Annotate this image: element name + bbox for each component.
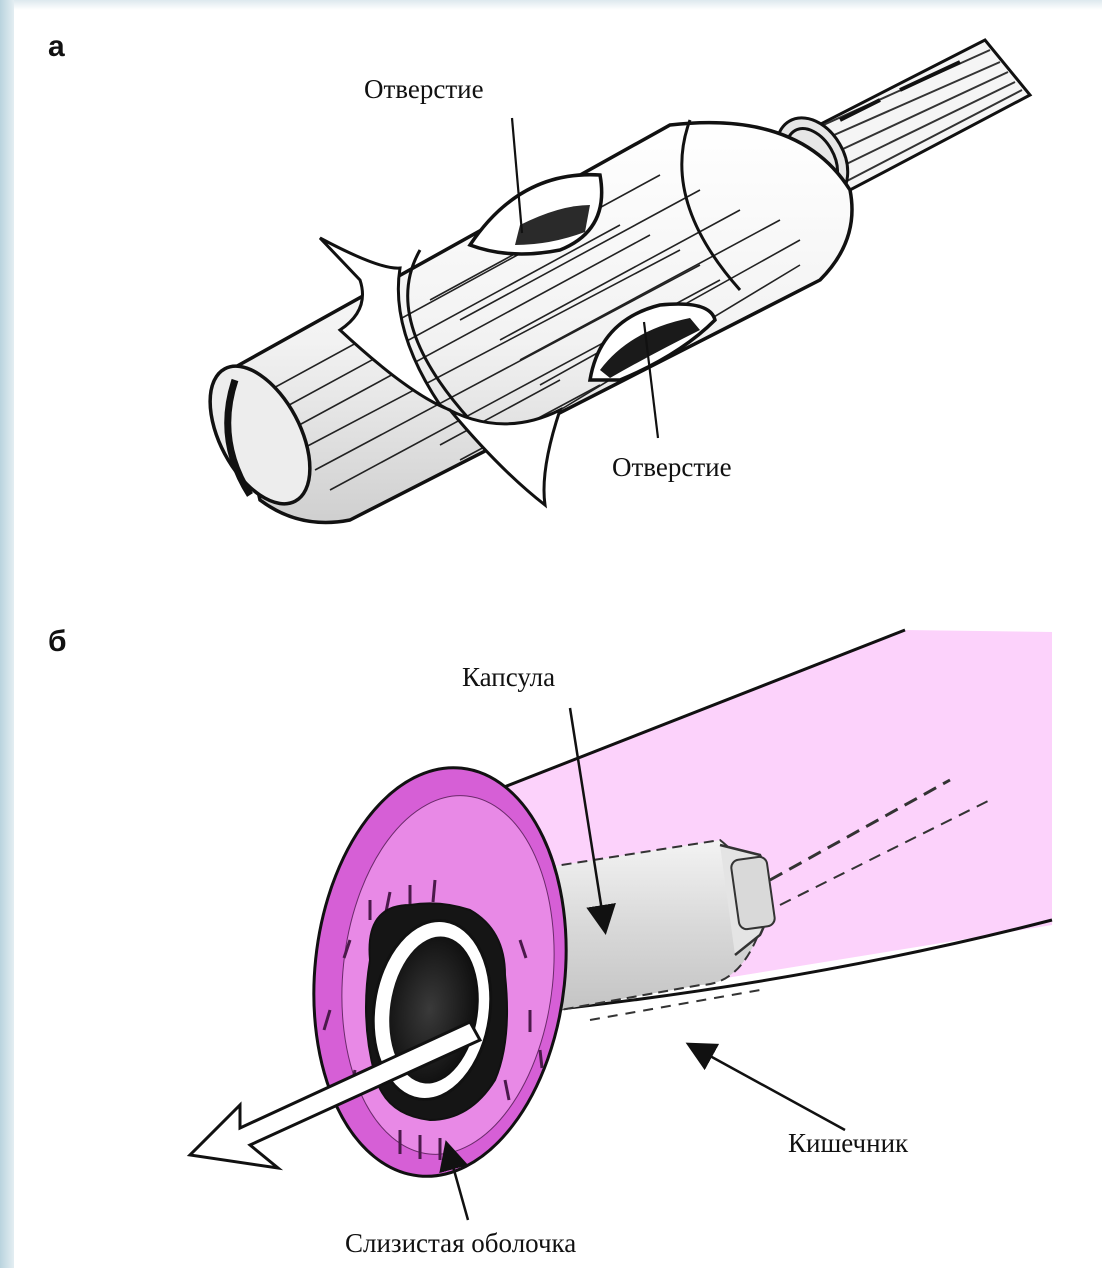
label-hole-top: Отверстие	[364, 74, 484, 105]
panel-a-letter: а	[48, 30, 65, 64]
label-capsule: Капсула	[462, 662, 555, 693]
label-mucosa: Слизистая оболочка	[345, 1228, 576, 1259]
panel-a-drawing	[189, 40, 1030, 523]
label-intestine: Кишечник	[788, 1128, 908, 1159]
label-hole-bottom: Отверстие	[612, 452, 732, 483]
panel-b-drawing	[190, 630, 1052, 1220]
leader-intestine	[690, 1045, 845, 1130]
panel-b-letter: б	[48, 625, 67, 659]
